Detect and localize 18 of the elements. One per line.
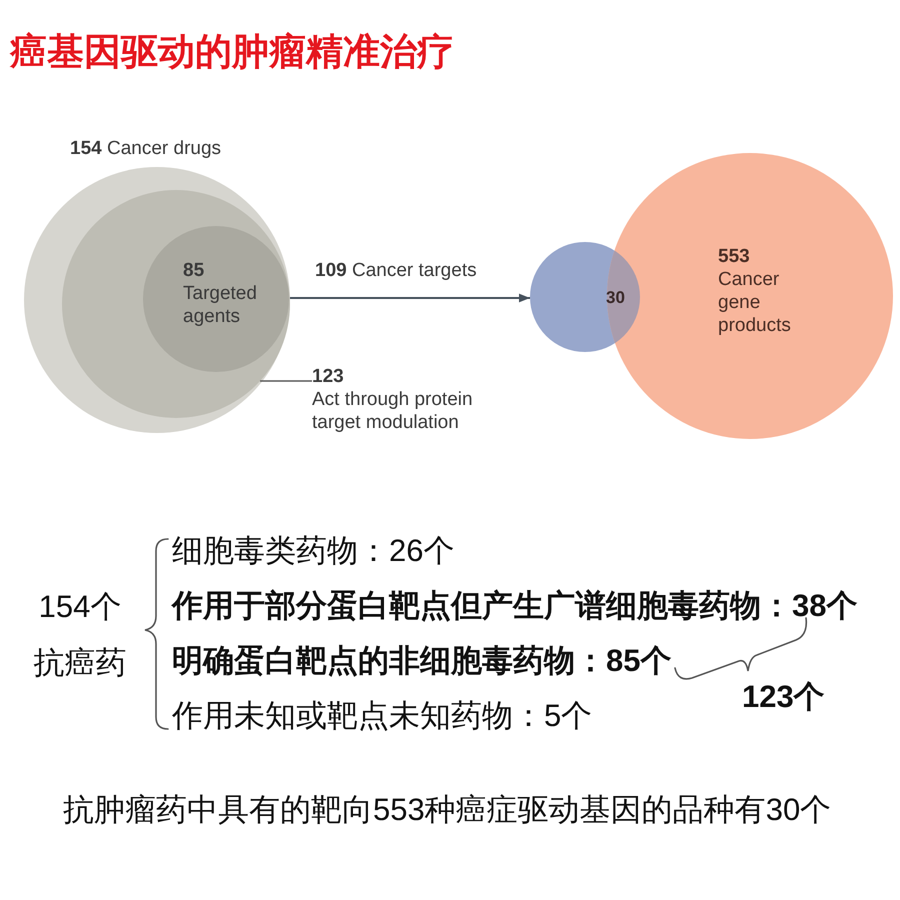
list-item: 作用未知或靶点未知药物：5个 (172, 698, 592, 734)
count-label: 30 (606, 287, 625, 309)
count-label: 123 (312, 365, 345, 388)
count-label: 553 (718, 245, 751, 268)
list-item: 细胞毒类药物：26个 (172, 533, 454, 569)
count-label: 85 (183, 259, 206, 282)
circle-label: 154 Cancer drugs (70, 137, 222, 160)
circle-label: Cancer gene products (718, 268, 792, 337)
leader-line (260, 380, 312, 382)
list-item: 作用于部分蛋白靶点但产生广谱细胞毒药物：38个 (172, 588, 858, 624)
group-label: 154个抗癌药 (32, 588, 128, 682)
caption: 抗肿瘤药中具有的靶向553种癌症驱动基因的品种有30个 (63, 792, 832, 828)
total-label: 123个 (742, 679, 825, 715)
arrow (290, 294, 530, 302)
title: 癌基因驱动的肿瘤精准治疗 (10, 30, 454, 74)
list-item: 明确蛋白靶点的非细胞毒药物：85个 (172, 643, 672, 679)
note-text: Act through protein target modulation (312, 388, 474, 434)
circle-label: Targeted agents (183, 282, 258, 328)
